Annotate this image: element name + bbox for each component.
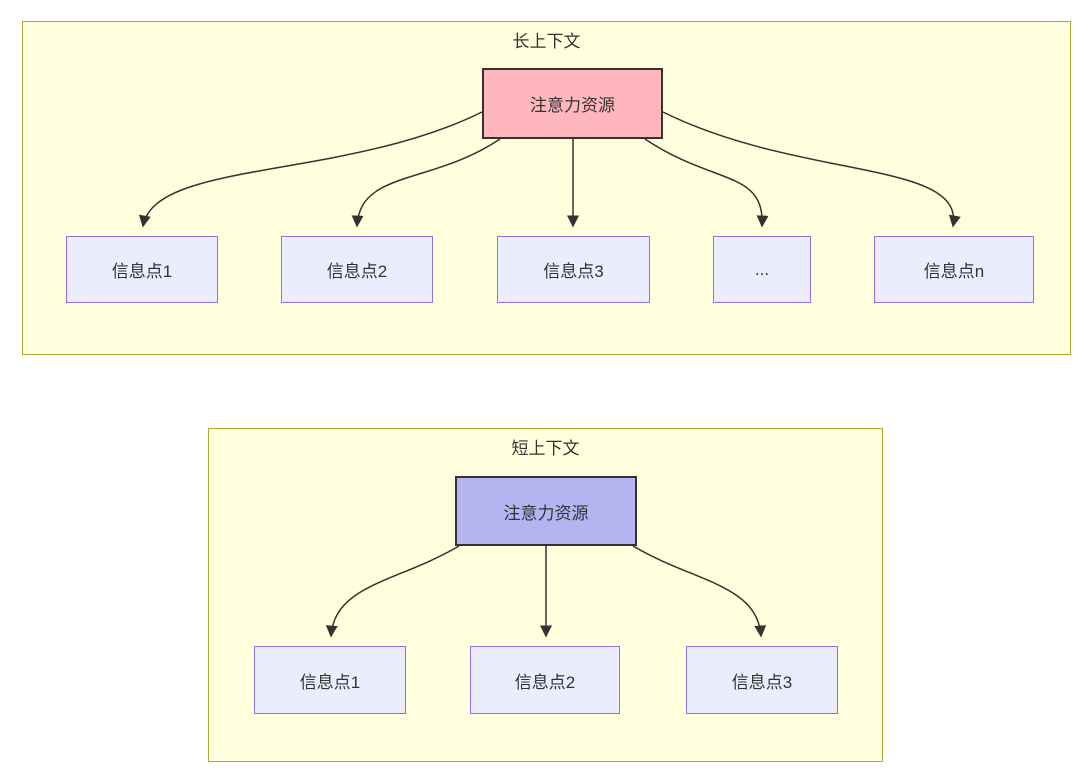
info-node-long-ellipsis: ... xyxy=(713,236,811,303)
info-node-short-3: 信息点3 xyxy=(686,646,838,714)
cluster-long-title: 长上下文 xyxy=(512,32,581,51)
info-node-long-n: 信息点n xyxy=(874,236,1034,303)
info-node-short-1: 信息点1 xyxy=(254,646,406,714)
info-node-short-2: 信息点2 xyxy=(470,646,620,714)
attention-node-long: 注意力资源 xyxy=(482,68,663,139)
info-node-long-3: 信息点3 xyxy=(497,236,650,303)
info-node-long-1: 信息点1 xyxy=(66,236,218,303)
cluster-short-title: 短上下文 xyxy=(511,439,580,458)
attention-node-short: 注意力资源 xyxy=(455,476,637,546)
info-node-long-2: 信息点2 xyxy=(281,236,433,303)
